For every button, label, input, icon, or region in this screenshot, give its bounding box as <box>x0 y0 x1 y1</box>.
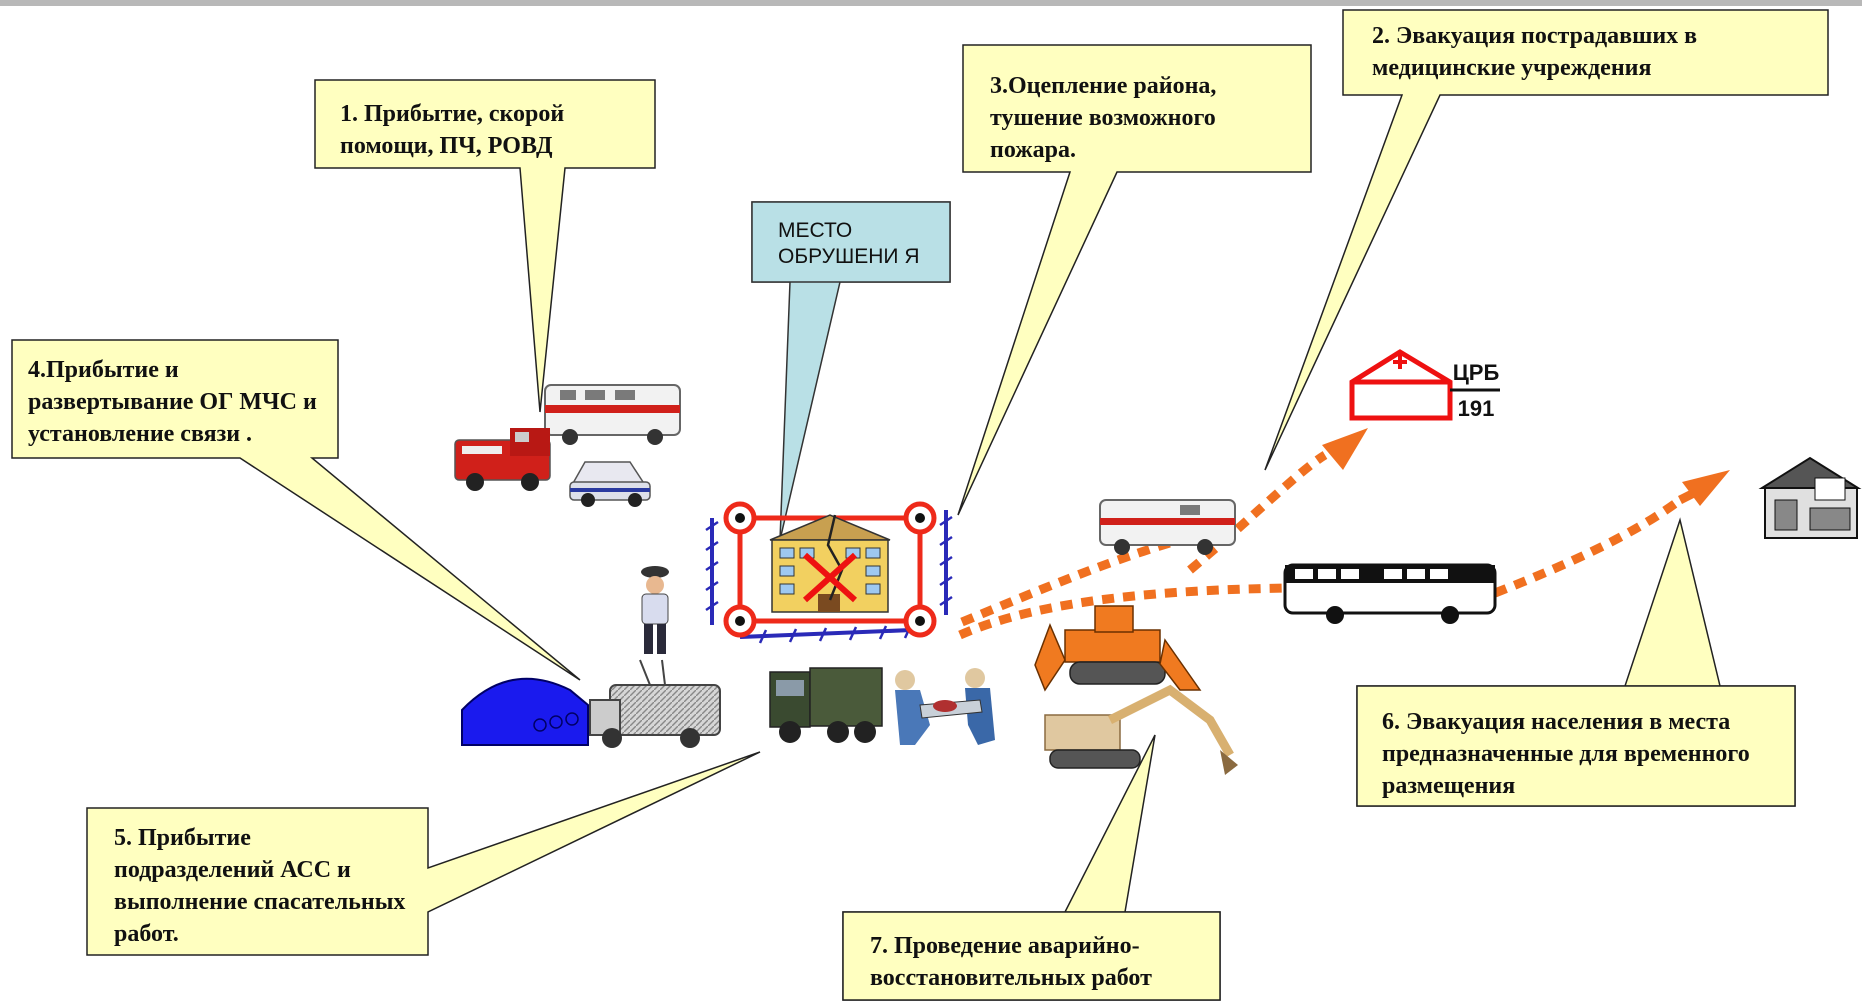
police-car-icon <box>569 461 651 507</box>
callout-2-text: 2. Эвакуация пострадавших в медицинские … <box>1372 23 1698 81</box>
cordon-fence <box>705 510 953 644</box>
ambulance-icon <box>544 384 681 445</box>
callout-6-balloon <box>1356 517 1796 807</box>
residential-house-icon <box>1758 456 1862 539</box>
police-officer-icon <box>641 566 669 654</box>
mobile-unit-truck-icon <box>589 659 721 748</box>
callout-3-text: 3.Оцепление района, тушение возможного п… <box>990 73 1217 163</box>
callout-1-balloon <box>314 79 656 413</box>
callout-5-text: 5. Прибытие подразделений АСС и выполнен… <box>114 825 406 947</box>
army-truck-icon <box>769 667 883 743</box>
callout-6-text: 6. Эвакуация населения в места предназна… <box>1382 709 1750 799</box>
bulldozer-icon <box>1034 605 1202 692</box>
collapsed-building-icon <box>769 514 891 613</box>
tent-icon <box>461 677 589 746</box>
callout-3-balloon <box>957 44 1312 516</box>
evacuation-ambulance-icon <box>1099 499 1236 555</box>
collapse-site-label: МЕСТО ОБРУШЕНИ Я <box>778 219 920 268</box>
hospital-icon <box>1349 349 1500 421</box>
excavator-icon <box>1044 684 1238 775</box>
hospital-name: ЦРБ <box>1452 360 1500 385</box>
bus-icon <box>1283 563 1497 624</box>
callout-7-balloon <box>842 734 1221 1001</box>
callout-5-balloon <box>86 751 761 956</box>
collapse-site-frame <box>723 501 937 638</box>
top-border <box>0 0 1862 6</box>
rescuers-with-stretcher-icon <box>895 668 995 745</box>
hospital-number: 191 <box>1457 396 1495 421</box>
callout-4-text: 4.Прибытие и развертывание ОГ МЧС и уста… <box>28 357 317 447</box>
callout-2-balloon <box>1264 9 1829 471</box>
fire-truck-icon <box>454 428 551 491</box>
callout-7-text: 7. Проведение аварийно-восстановительных… <box>870 933 1152 991</box>
route-to-temporary-housing <box>958 470 1730 640</box>
callout-4-balloon <box>11 339 581 681</box>
callout-1-text: 1. Прибытие, скорой помощи, ПЧ, РОВД <box>340 101 565 159</box>
collapse-site-balloon <box>751 201 951 541</box>
